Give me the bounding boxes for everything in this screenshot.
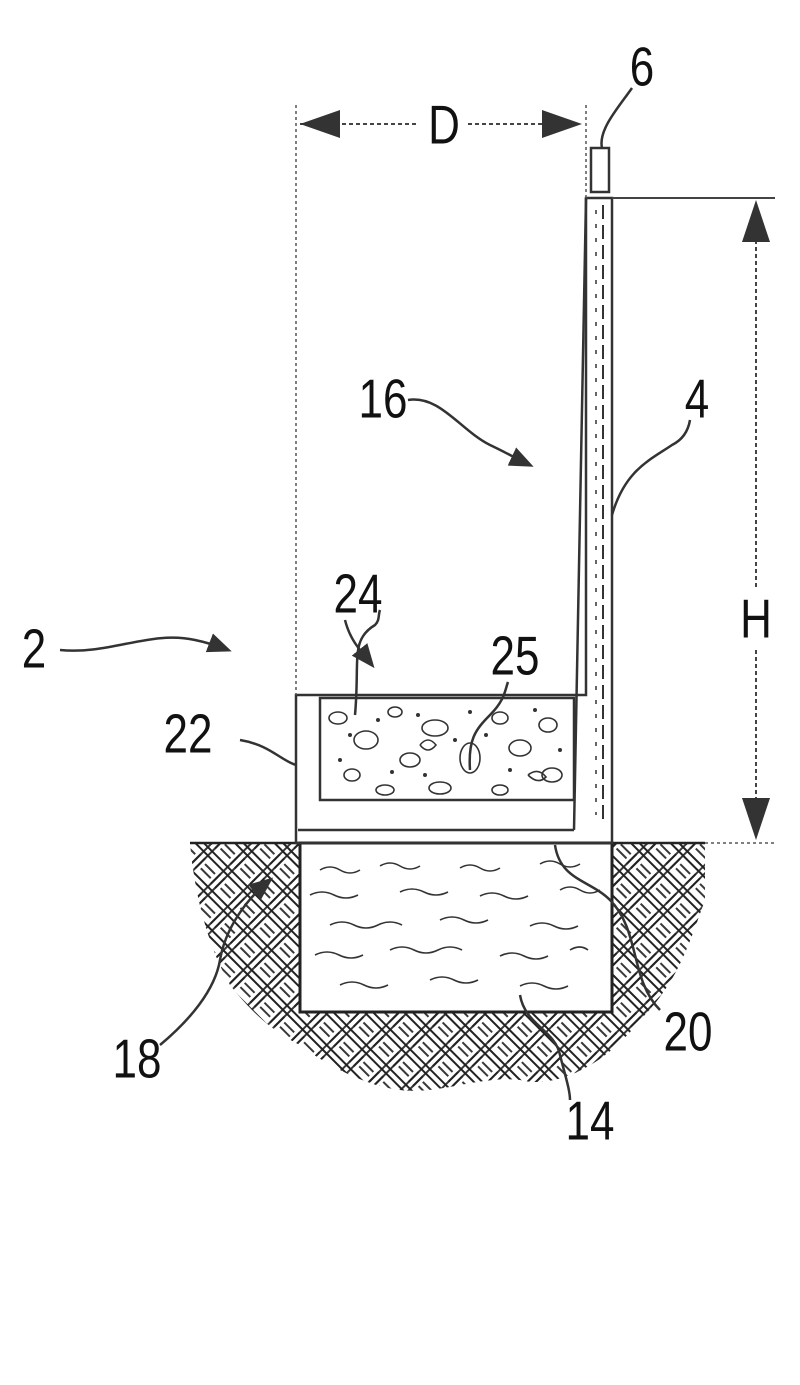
leader-16 <box>407 398 534 467</box>
soil-region <box>190 841 775 1091</box>
leader-22 <box>239 738 297 767</box>
label-ref-4: 4 <box>684 368 710 430</box>
dimension-d <box>295 105 587 695</box>
leader-14 <box>518 994 572 1101</box>
label-ref-16: 16 <box>358 368 408 430</box>
label-ref-18: 18 <box>112 1028 162 1090</box>
label-dimension-d: D <box>428 94 460 156</box>
gravel-fill <box>296 694 576 802</box>
leader-2 <box>59 633 232 653</box>
label-ref-24: 24 <box>333 563 383 625</box>
top-cap <box>589 146 611 194</box>
leader-lines <box>59 87 692 1101</box>
label-ref-14: 14 <box>565 1090 615 1152</box>
leader-20 <box>553 844 661 1011</box>
label-ref-22: 22 <box>163 703 213 765</box>
label-ref-2: 2 <box>21 618 47 680</box>
leader-25 <box>468 681 510 771</box>
label-ref-25: 25 <box>490 625 540 687</box>
leader-18 <box>159 877 274 1046</box>
label-dimension-h: H <box>740 588 772 650</box>
dimension-h <box>612 197 775 840</box>
leader-6 <box>600 87 634 149</box>
trench <box>298 841 614 1014</box>
leader-24-arrow-up <box>353 609 382 716</box>
label-ref-6: 6 <box>629 36 655 98</box>
leader-24 <box>343 619 375 669</box>
label-ref-20: 20 <box>663 1001 713 1063</box>
leader-4 <box>610 419 692 516</box>
